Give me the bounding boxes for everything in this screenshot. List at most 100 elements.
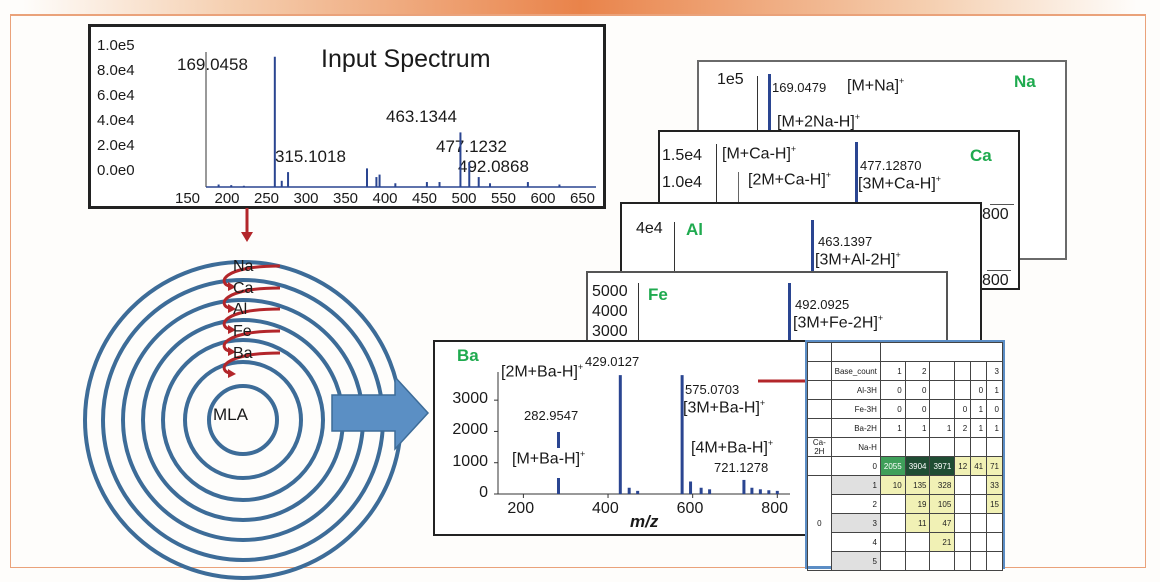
cycle-arrowhead-icon: [228, 347, 236, 356]
table-cell: [879, 342, 1004, 362]
table-cell: [929, 361, 956, 381]
na-peak: [768, 74, 771, 134]
count-cell: [970, 551, 988, 571]
input-y-tick: 6.0e4: [97, 87, 135, 104]
ba-y-tick: 0: [479, 484, 488, 501]
ca-minor-peak: [738, 172, 739, 212]
ba-metal-label: Ba: [457, 346, 479, 365]
ba-x-tick: 600: [676, 500, 704, 517]
na-y-tick: 1e5: [717, 71, 744, 88]
al-peak: [811, 220, 814, 320]
ca-ion1: [M+Ca-H]+: [722, 144, 797, 163]
count-cell: 12: [954, 456, 972, 476]
table-cell: [879, 437, 906, 457]
table-cell: 0: [970, 380, 988, 400]
ba-spectrum-panel: Ba 429.0127 [2M+Ba-H]+ 282.9547 [M+Ba-H]…: [433, 340, 808, 536]
table-cell: 2: [904, 361, 931, 381]
al-y-tick: 4e4: [636, 220, 663, 237]
count-cell: [954, 475, 972, 495]
ba-peak-label-575: 575.0703: [685, 382, 740, 397]
table-cell: 0: [904, 399, 931, 419]
table-cell: 0: [904, 380, 931, 400]
ca-metal-label: Ca: [970, 146, 992, 165]
count-cell: 33: [986, 475, 1003, 495]
peak-label-477: 477.1232: [436, 137, 507, 156]
na-value: 4: [830, 532, 881, 552]
header-gradient-band: [0, 0, 1160, 14]
count-cell: 47: [929, 513, 956, 533]
ca-ion2: [2M+Ca-H]+: [748, 170, 832, 189]
ca-ion3: [3M+Ca-H]+: [858, 174, 942, 193]
ring-center-label: MLA: [213, 405, 248, 424]
table-cell: 0: [879, 399, 906, 419]
input-x-tick: 500: [451, 190, 477, 207]
table-cell: 1: [879, 418, 906, 438]
na-metal-label: Na: [1014, 72, 1036, 91]
input-x-tick: 250: [254, 190, 280, 207]
cycle-arrow-icon: [222, 307, 281, 331]
fe-y-tick-3000: 3000: [592, 323, 628, 340]
ba-ion-m: [M+Ba-H]+: [512, 449, 586, 468]
count-cell: [986, 551, 1003, 571]
count-cell: 11: [904, 513, 931, 533]
row-label: Al-3H: [830, 380, 881, 400]
ca-y-axis: [716, 144, 717, 224]
al-x-tick: 800: [982, 272, 1009, 289]
ba-x-tick: 200: [507, 500, 535, 517]
cycle-arrowhead-icon: [228, 304, 236, 313]
input-y-tick: 8.0e4: [97, 62, 135, 79]
ba-ion-2m: [2M+Ba-H]+: [501, 362, 584, 381]
table-cell: 1: [929, 418, 956, 438]
count-cell: 10: [879, 475, 906, 495]
cycle-arrowhead-icon: [228, 325, 236, 334]
count-cell: [879, 551, 906, 571]
count-cell: [904, 551, 931, 571]
table-cell: [807, 399, 832, 419]
input-y-tick: 1.0e5: [97, 37, 135, 54]
input-x-tick: 600: [530, 190, 556, 207]
table-cell: [986, 437, 1003, 457]
ba-peak-label-429: 429.0127: [585, 354, 640, 369]
ba-ion-3m: [3M+Ba-H]+: [683, 398, 766, 417]
table-cell: [904, 437, 931, 457]
input-x-tick: 650: [570, 190, 596, 207]
count-cell: [904, 532, 931, 552]
row-label: Ba-2H: [830, 418, 881, 438]
row-label: Fe-3H: [830, 399, 881, 419]
count-cell: [970, 475, 988, 495]
input-x-tick: 550: [491, 190, 517, 207]
na-column-label: Na-H: [830, 437, 881, 457]
table-cell: [929, 399, 956, 419]
table-cell: [807, 456, 832, 476]
count-cell: 21: [929, 532, 956, 552]
peak-label-463: 463.1344: [386, 107, 457, 126]
count-cell: 71: [986, 456, 1003, 476]
input-x-tick: 200: [214, 190, 240, 207]
fe-peak: [788, 283, 791, 353]
count-cell: [970, 494, 988, 514]
table-cell: 2: [954, 418, 972, 438]
input-x-tick: 300: [293, 190, 319, 207]
input-x-tick: 400: [372, 190, 398, 207]
ba-x-tick: 800: [761, 500, 788, 517]
table-cell: 1: [879, 361, 906, 381]
ca-x-tick: 800: [982, 206, 1009, 223]
table-cell: 3: [986, 361, 1003, 381]
fe-peak-label: 492.0925: [795, 297, 850, 312]
cycle-arrow-icon: [222, 351, 281, 375]
table-cell: 0: [954, 399, 972, 419]
ring-label-ca: Ca: [233, 280, 254, 297]
ring: [161, 338, 325, 502]
ca-y-tick-2: 1.0e4: [662, 174, 703, 191]
count-cell: [879, 513, 906, 533]
ca-peak-label: 477.12870: [860, 158, 922, 173]
ba-spectrum-plot: [494, 372, 790, 498]
table-cell: [970, 437, 988, 457]
al-metal-label: Al: [686, 220, 703, 239]
ring-label-al: Al: [233, 301, 248, 318]
